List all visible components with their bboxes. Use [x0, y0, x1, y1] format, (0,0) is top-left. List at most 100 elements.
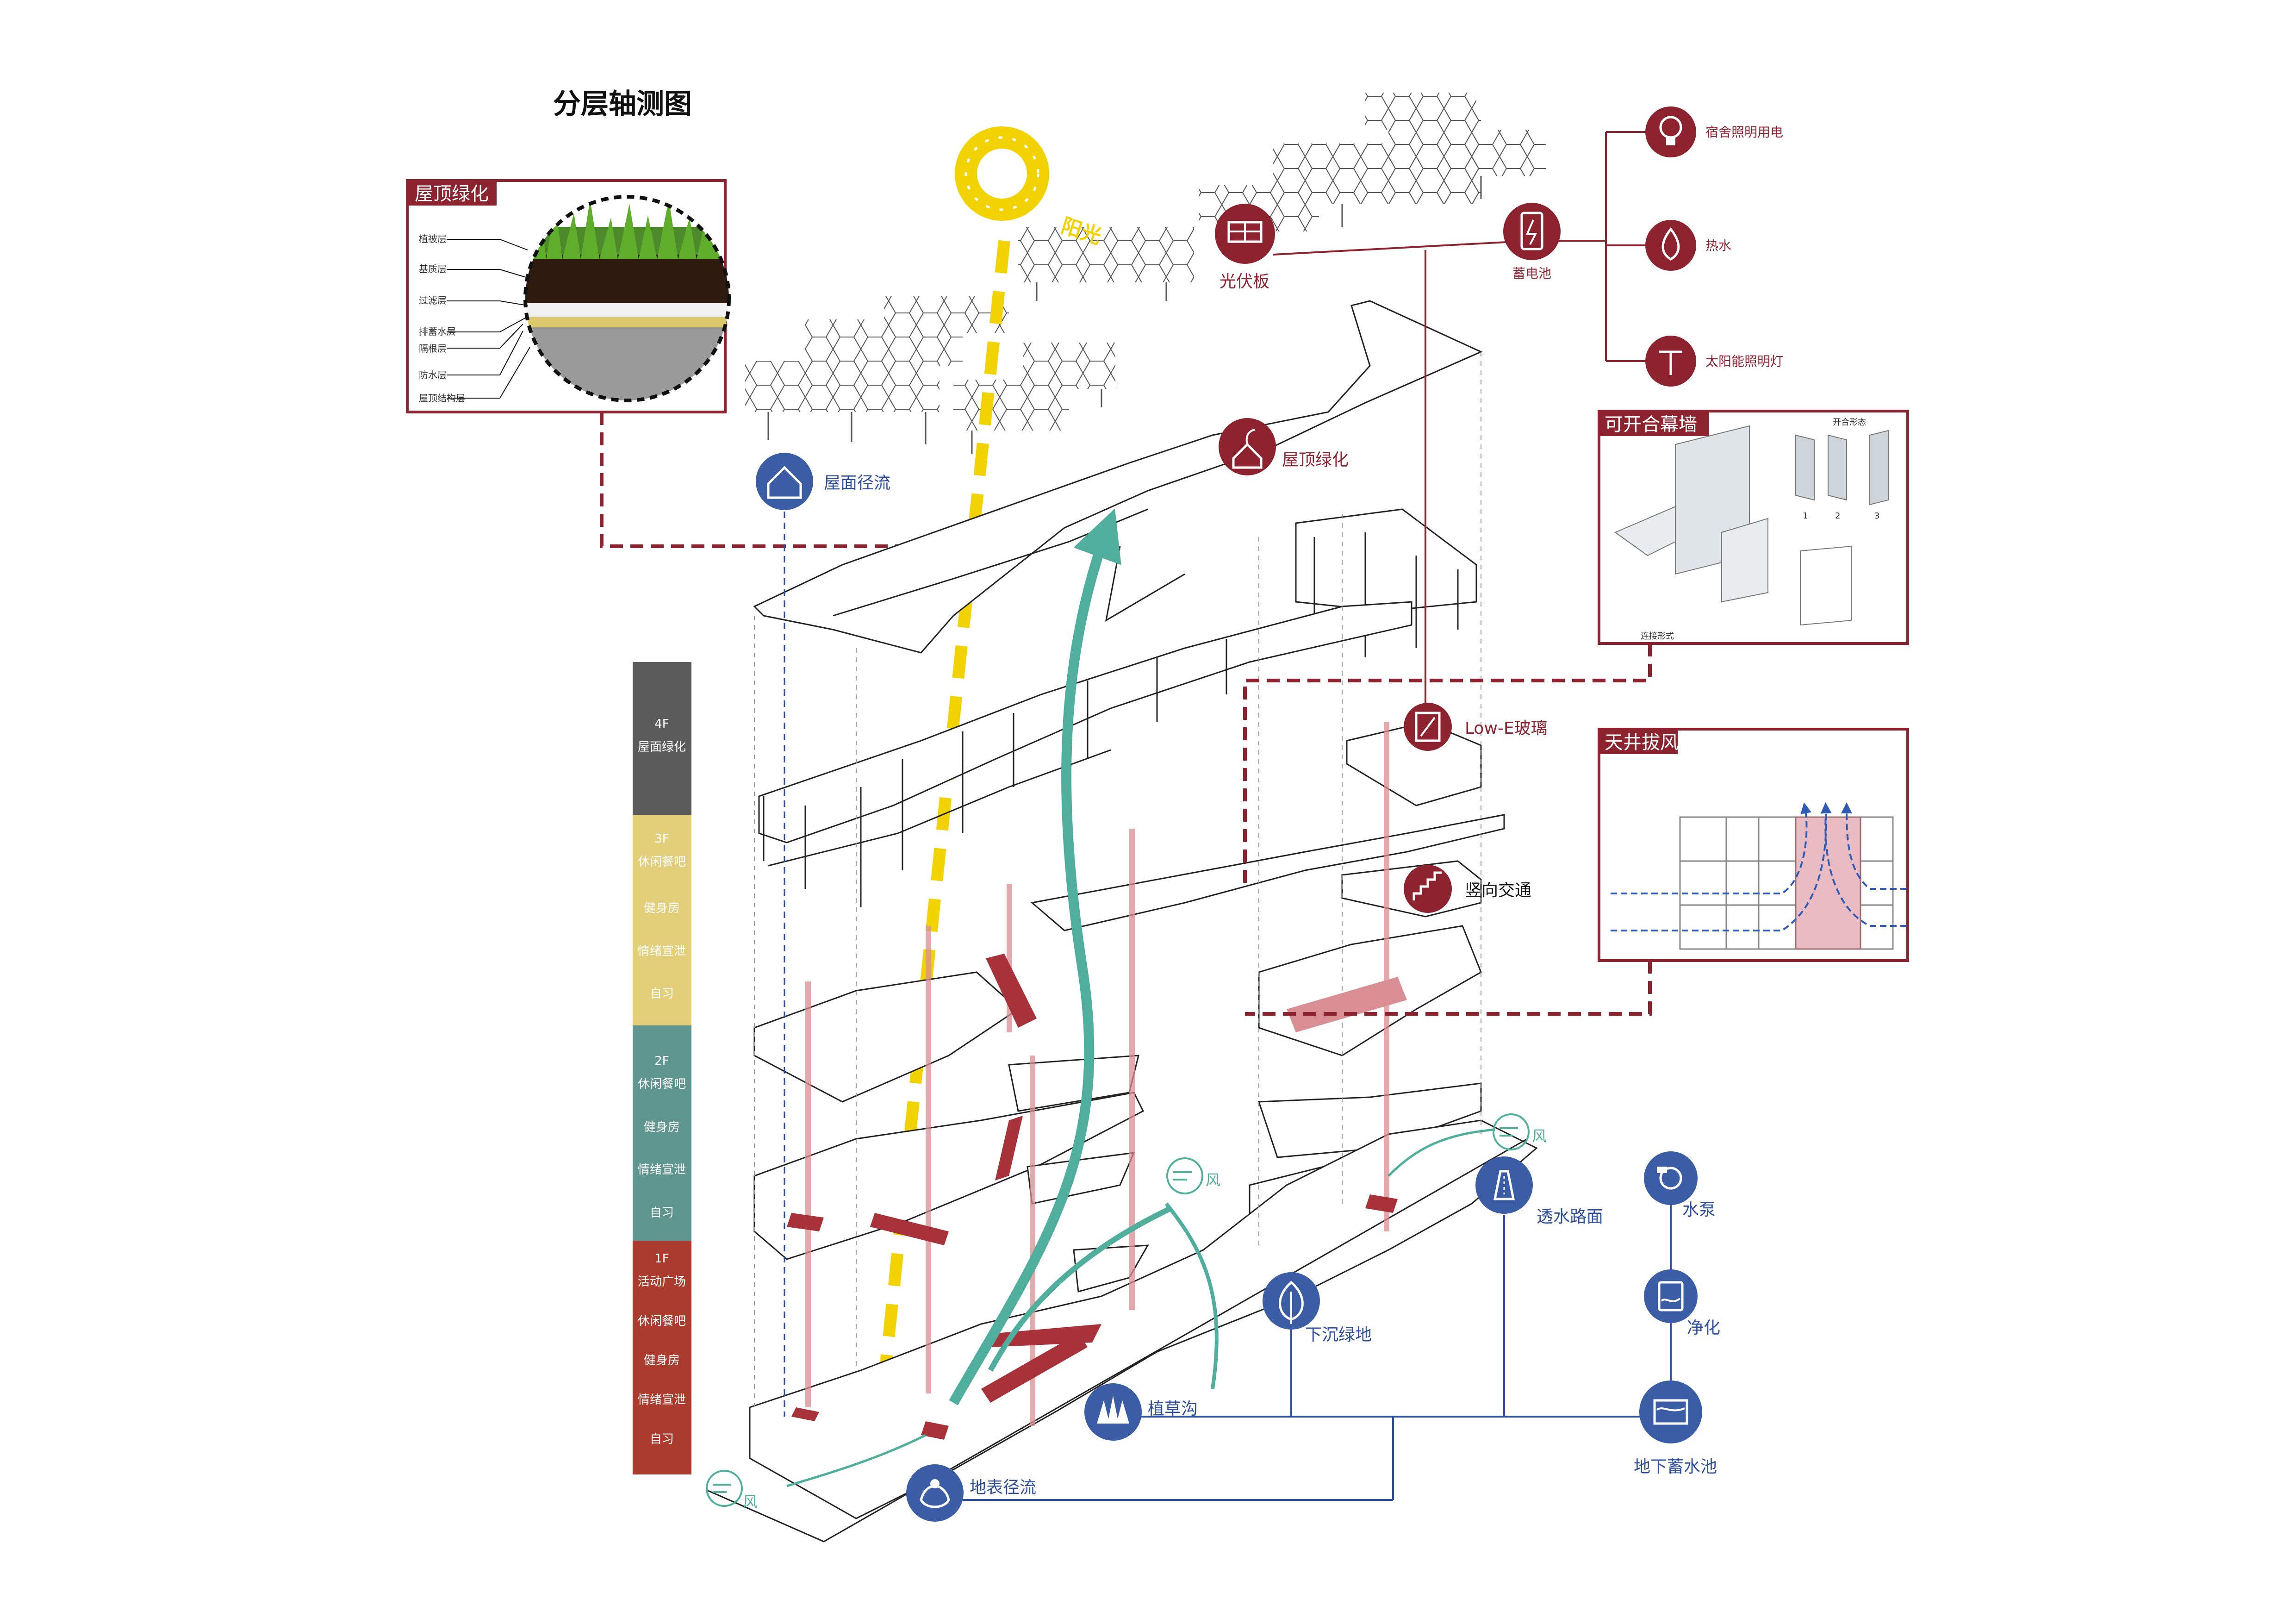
bar-label: 活动广场: [638, 1275, 686, 1289]
airflow-ground-left: [786, 1434, 927, 1487]
cistern-label: 地下蓄水池: [1634, 1457, 1717, 1476]
bar-label: 健身房: [644, 901, 680, 915]
wind-icon: [1493, 1113, 1530, 1150]
form-num: 2: [1835, 511, 1840, 521]
airflow-ground-mid: [1164, 1202, 1219, 1389]
airflow-branch: [988, 1206, 1172, 1372]
soil-section-image: [525, 197, 729, 400]
sunken-green-label: 下沉绿地: [1305, 1325, 1372, 1344]
vertical-transport-label: 竖向交通: [1465, 881, 1531, 900]
layer-label: 隔根层: [419, 343, 447, 354]
bar-label: 1F: [654, 1252, 669, 1266]
curtain-wall-title: 可开合幕墙: [1605, 414, 1697, 435]
curtain-wall-drawing: [1614, 425, 1889, 626]
bar-label: 健身房: [644, 1120, 680, 1134]
wind-label: 风: [743, 1493, 758, 1511]
floor-bar-4f: [633, 662, 691, 815]
bar-label: 屋面绿化: [638, 740, 686, 754]
solar-lamp-label: 太阳能照明灯: [1705, 354, 1783, 369]
bar-label: 自习: [650, 987, 674, 1001]
permeable-label: 透水路面: [1537, 1207, 1603, 1226]
layer-label: 屋顶结构层: [419, 393, 465, 404]
floor-bar-1f: [633, 1241, 691, 1474]
cistern-icon: [1639, 1380, 1702, 1443]
surface-runoff-label: 地表径流: [970, 1478, 1036, 1497]
form-num: 1: [1803, 511, 1808, 521]
wind-icon: [706, 1470, 743, 1507]
atrium-connector: [1245, 961, 1652, 1016]
lightbulb-icon: [1645, 106, 1696, 157]
bar-label: 自习: [650, 1432, 674, 1446]
low-e-icon: [1404, 703, 1452, 751]
bar-label: 情绪宣泄: [638, 1393, 686, 1407]
hot-water-label: 热水: [1705, 238, 1731, 253]
floor-bar-3f: [633, 815, 691, 1025]
battery-label: 蓄电池: [1512, 266, 1551, 281]
dorm-light-label: 宿舍照明用电: [1705, 125, 1783, 140]
bar-label: 2F: [654, 1054, 669, 1068]
swale-label: 植草沟: [1148, 1399, 1198, 1418]
wind-label: 风: [1532, 1127, 1547, 1145]
soil-circle-outline: [523, 195, 731, 402]
bar-label: 休闲餐吧: [638, 855, 686, 869]
atrium-panel: 天井拔风: [1598, 728, 1909, 962]
hex-cluster: [953, 380, 1069, 454]
purify-label: 净化: [1687, 1318, 1720, 1337]
hex-cluster: [884, 296, 1009, 333]
energy-lines: [1272, 131, 1648, 722]
wind-icon: [1166, 1157, 1203, 1194]
bar-label: 情绪宣泄: [638, 1163, 686, 1177]
curtain-wall-panel: 可开合幕墙 开合形态 连接形式 1 2 3: [1598, 410, 1909, 645]
bar-label: 休闲餐吧: [638, 1314, 686, 1328]
stair-elements: [787, 954, 1407, 1440]
stairs-icon: [1404, 865, 1452, 913]
layer-label: 排蓄水层: [419, 326, 456, 337]
layer-label: 基质层: [419, 263, 447, 275]
hot-water-icon: [1645, 220, 1696, 271]
vertical-transport-cores: [805, 722, 1389, 1426]
hex-cluster: [745, 361, 940, 444]
roof-green-panel-title: 屋顶绿化: [415, 183, 489, 205]
form-num: 3: [1874, 511, 1879, 521]
bar-label: 休闲餐吧: [638, 1077, 686, 1091]
airflow-arrow: [949, 508, 1121, 1405]
bar-label: 3F: [654, 832, 669, 846]
house-icon: [756, 453, 813, 510]
solar-lamp-icon: [1645, 336, 1696, 387]
roof-green-label: 屋顶绿化: [1282, 450, 1349, 469]
roof-green-icon: [1219, 418, 1276, 475]
roof-runoff-label: 屋面径流: [824, 474, 890, 493]
roof-panel-connector: [600, 412, 921, 548]
purify-icon: [1644, 1269, 1698, 1323]
page-title: 分层轴测图: [553, 88, 692, 120]
bar-label: 情绪宣泄: [638, 944, 686, 958]
floor-bar-2f: [633, 1025, 691, 1241]
pv-icon: [1215, 204, 1275, 264]
hex-cluster: [1453, 130, 1546, 199]
connect-form-label: 连接形式: [1641, 631, 1674, 641]
pump-icon: [1644, 1151, 1698, 1205]
leaf-icon: [1263, 1272, 1320, 1330]
roof-green-panel: 屋顶绿化 植被层 基质层 过滤层 排蓄水层 隔根层 防水层 屋顶结构层: [406, 179, 731, 413]
layer-label: 植被层: [419, 233, 447, 244]
atrium-airflow-arrows: [1611, 802, 1907, 931]
atrium-title: 天井拔风: [1605, 732, 1679, 753]
pump-label: 水泵: [1682, 1200, 1716, 1219]
bar-label: 4F: [654, 717, 669, 731]
pv-label: 光伏板: [1220, 272, 1269, 291]
runoff-icon: [906, 1464, 964, 1522]
layer-label: 防水层: [419, 369, 447, 381]
airflow-ground-right: [1388, 1128, 1495, 1177]
wind-label: 风: [1206, 1171, 1220, 1189]
hex-cluster: [1018, 227, 1194, 301]
bar-label: 自习: [650, 1206, 674, 1220]
grass-icon: [1084, 1383, 1142, 1441]
road-icon: [1475, 1156, 1533, 1214]
open-form-label: 开合形态: [1833, 418, 1866, 427]
sun-icon: [955, 126, 1049, 221]
atrium-section: [1679, 816, 1894, 950]
layer-label: 过滤层: [419, 295, 447, 306]
floor-legend-bar: 4F 屋面绿化 3F 休闲餐吧 健身房 情绪宣泄 自习 2F 休闲餐吧 健身房 …: [633, 662, 691, 1474]
guide-lines: [754, 352, 1481, 1407]
